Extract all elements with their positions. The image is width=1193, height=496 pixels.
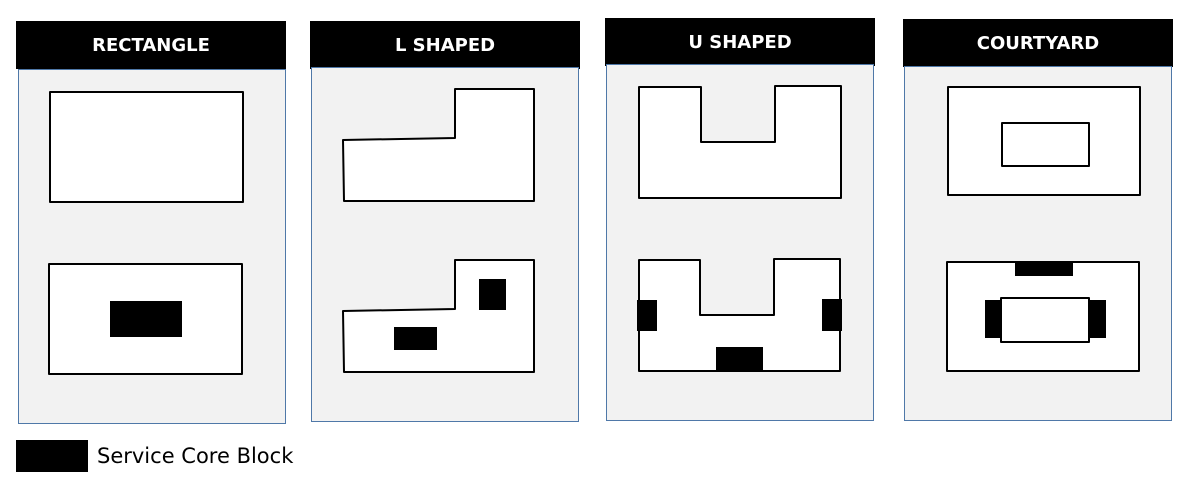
l-shaped-footprint-plain (342, 88, 535, 202)
l-shaped-footprint-with-core (342, 259, 535, 373)
legend-label: Service Core Block (97, 444, 294, 468)
service-core-block (637, 300, 657, 331)
courtyard-footprint-outer-with-core (946, 261, 1140, 372)
panel-header-rectangle: RECTANGLE (16, 21, 286, 69)
service-core-block (1015, 262, 1073, 276)
service-core-block (985, 300, 1002, 338)
service-core-block (394, 327, 437, 350)
panel-title-l-shaped: L SHAPED (394, 34, 496, 56)
panel-title-u-shaped: U SHAPED (688, 31, 792, 53)
service-core-block (822, 299, 842, 331)
panel-header-courtyard: COURTYARD (903, 19, 1173, 67)
service-core-block (479, 279, 506, 310)
rectangle-footprint-plain (49, 91, 244, 203)
service-core-block (110, 301, 182, 337)
panel-title-rectangle: RECTANGLE (92, 34, 210, 56)
panel-title-courtyard: COURTYARD (976, 32, 1100, 54)
courtyard-void-with-core (1000, 297, 1090, 343)
legend-swatch (16, 440, 88, 472)
service-core-block (716, 347, 763, 371)
panel-header-u-shaped: U SHAPED (605, 18, 875, 66)
u-shaped-footprint-with-core (638, 258, 841, 372)
courtyard-void-plain (1001, 122, 1090, 167)
service-core-block (1089, 300, 1106, 338)
panel-header-l-shaped: L SHAPED (310, 21, 580, 69)
u-shaped-footprint-plain (638, 85, 842, 199)
